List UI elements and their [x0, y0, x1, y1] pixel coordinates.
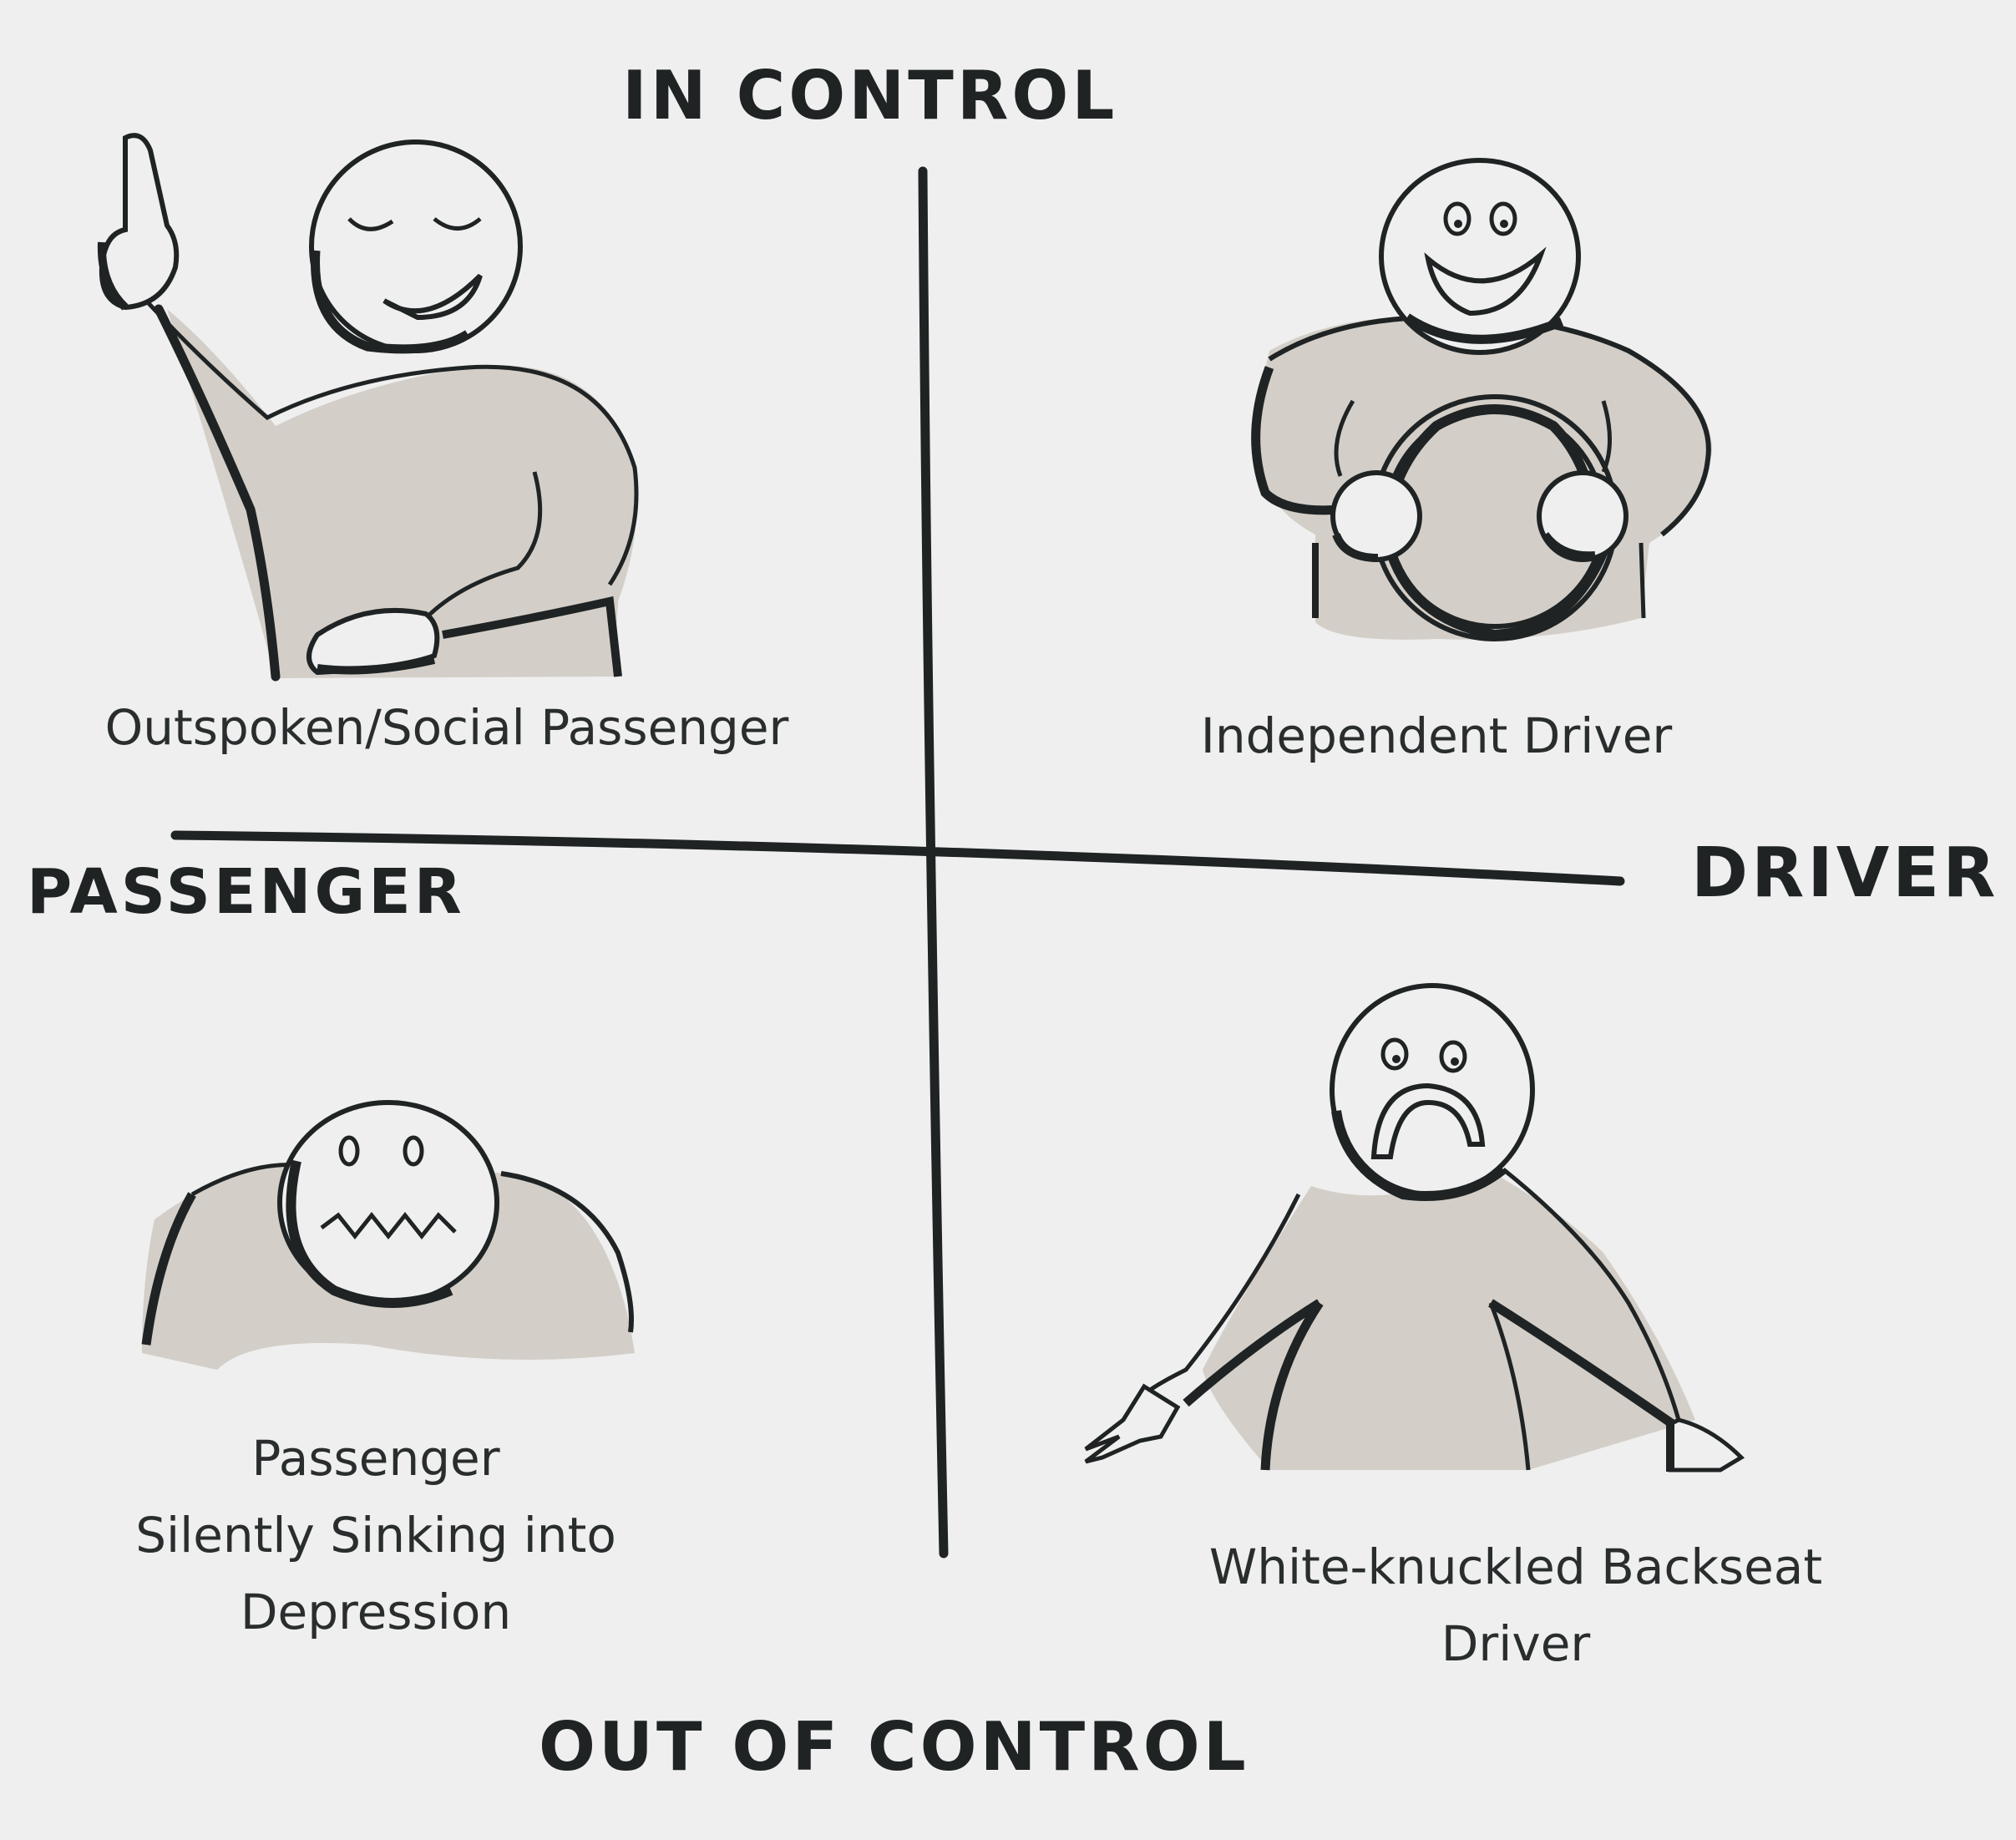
axis-label-left: PASSENGER: [27, 856, 465, 928]
caption-line: Passenger: [251, 1430, 500, 1487]
caption-line: Depression: [240, 1584, 512, 1640]
caption-top-left: Outspoken/Social Passenger: [46, 689, 848, 766]
caption-line: Silently Sinking into: [135, 1507, 616, 1564]
axis-label-bottom: OUT OF CONTROL: [539, 1708, 1249, 1786]
shrugging-person-icon: [1084, 983, 1745, 1473]
vertical-axis: [918, 166, 949, 1559]
raised-hand-person-icon: [97, 133, 639, 682]
caption-line: Independent Driver: [1200, 707, 1673, 764]
caption-bottom-left: Passenger Silently Sinking into Depressi…: [58, 1420, 693, 1650]
horizontal-axis: [170, 830, 1625, 886]
sinking-person-icon: [141, 1100, 635, 1370]
steering-wheel-person-icon: [1251, 158, 1712, 641]
caption-bottom-right: White-knuckled Backseat Driver: [1086, 1528, 1946, 1682]
caption-top-right: Independent Driver: [1094, 697, 1779, 774]
caption-line: Outspoken/Social Passenger: [104, 699, 789, 756]
caption-line: White-knuckled Backseat: [1208, 1538, 1823, 1595]
axis-label-right: DRIVER: [1691, 834, 1999, 913]
axis-label-top: IN CONTROL: [622, 57, 1118, 134]
caption-line: Driver: [1441, 1615, 1591, 1672]
